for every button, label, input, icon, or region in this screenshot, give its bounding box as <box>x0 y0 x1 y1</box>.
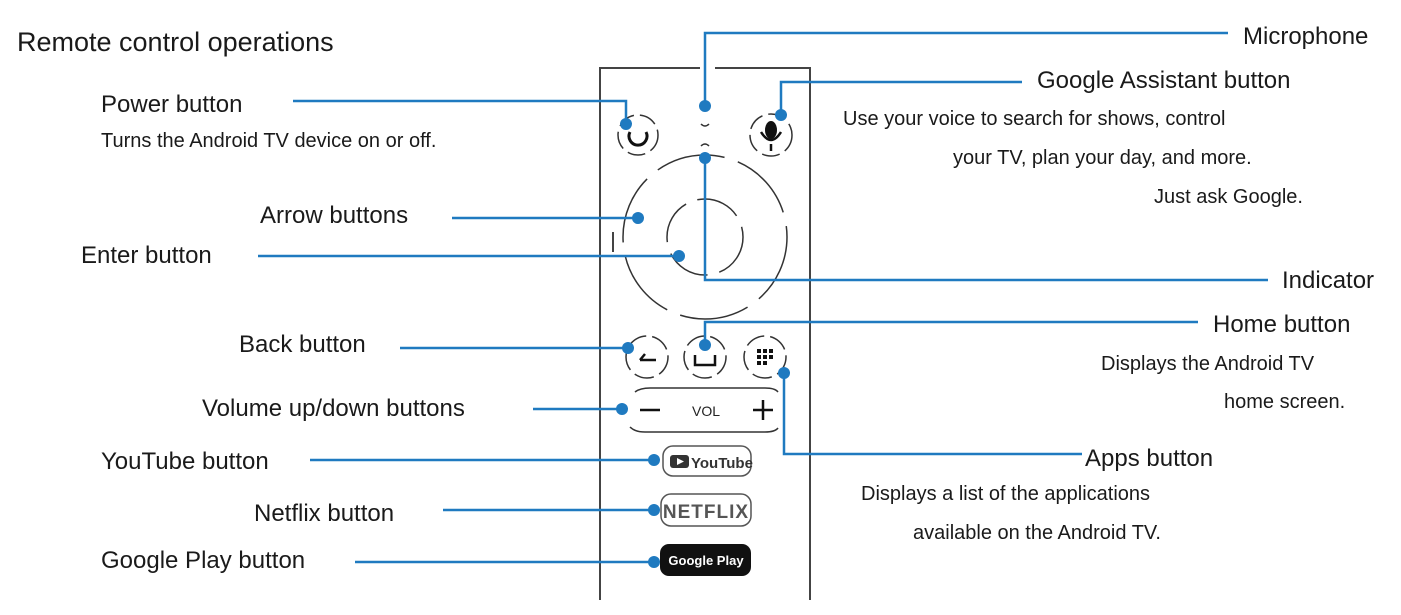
youtube-dot <box>648 454 660 466</box>
label-arrow: Arrow buttons <box>260 202 409 229</box>
apps-button[interactable] <box>743 335 787 379</box>
label-google-play: Google Play button <box>101 547 306 574</box>
power-dot <box>620 118 632 130</box>
power-desc: Turns the Android TV device on or off. <box>101 130 437 152</box>
remote-body <box>599 67 811 600</box>
arrow-dot <box>632 212 644 224</box>
label-netflix: Netflix button <box>254 500 395 527</box>
netflix-logo-text: NETFLIX <box>663 502 749 523</box>
label-power: Power button <box>101 91 243 118</box>
back-arrow-icon <box>639 353 656 362</box>
google-assistant-button[interactable] <box>749 113 793 157</box>
leader-dots <box>616 100 790 568</box>
home-desc-1: Displays the Android TV <box>1101 353 1315 375</box>
apps-dot <box>778 367 790 379</box>
label-enter: Enter button <box>81 242 212 269</box>
power-button[interactable] <box>617 114 659 156</box>
google-play-button[interactable]: Google Play <box>660 544 751 576</box>
label-google-assistant: Google Assistant button <box>1037 67 1291 94</box>
apps-grid-icon <box>757 349 773 365</box>
back-button[interactable] <box>625 335 669 379</box>
home-desc-2: home screen. <box>1224 391 1346 413</box>
google-play-dot <box>648 556 660 568</box>
back-dot <box>622 342 634 354</box>
home-icon <box>693 355 717 367</box>
vol-label: VOL <box>692 403 720 419</box>
apps-desc-1: Displays a list of the applications <box>861 483 1151 505</box>
volume-dot <box>616 403 628 415</box>
label-volume: Volume up/down buttons <box>202 395 465 422</box>
power-icon <box>627 131 649 147</box>
microphone-holes <box>700 123 710 147</box>
google-assistant-desc-1: Use your voice to search for shows, cont… <box>843 108 1226 130</box>
home-dot <box>699 339 711 351</box>
youtube-button[interactable]: YouTube <box>662 445 753 477</box>
assistant-dot <box>775 109 787 121</box>
netflix-dot <box>648 504 660 516</box>
leader-lines <box>258 31 1268 564</box>
assistant-mic-icon <box>759 121 783 151</box>
enter-dot <box>673 250 685 262</box>
label-back: Back button <box>239 331 366 358</box>
label-apps: Apps button <box>1085 445 1214 472</box>
google-assistant-desc-3: Just ask Google. <box>1154 186 1303 208</box>
google-assistant-desc-2: your TV, plan your day, and more. <box>953 147 1252 169</box>
label-home: Home button <box>1213 311 1351 338</box>
netflix-button[interactable]: NETFLIX <box>660 493 752 527</box>
microphone-dot <box>699 100 711 112</box>
apps-desc-2: available on the Android TV. <box>913 522 1161 544</box>
page-title: Remote control operations <box>17 27 334 57</box>
home-button[interactable] <box>683 335 727 379</box>
google-play-logo-text: Google Play <box>668 553 744 568</box>
volume-rocker[interactable]: VOL <box>629 387 779 433</box>
label-indicator: Indicator <box>1282 267 1375 294</box>
label-microphone: Microphone <box>1243 23 1369 50</box>
youtube-logo-text: YouTube <box>691 455 753 472</box>
indicator-dot <box>699 152 711 164</box>
label-youtube: YouTube button <box>101 448 269 475</box>
